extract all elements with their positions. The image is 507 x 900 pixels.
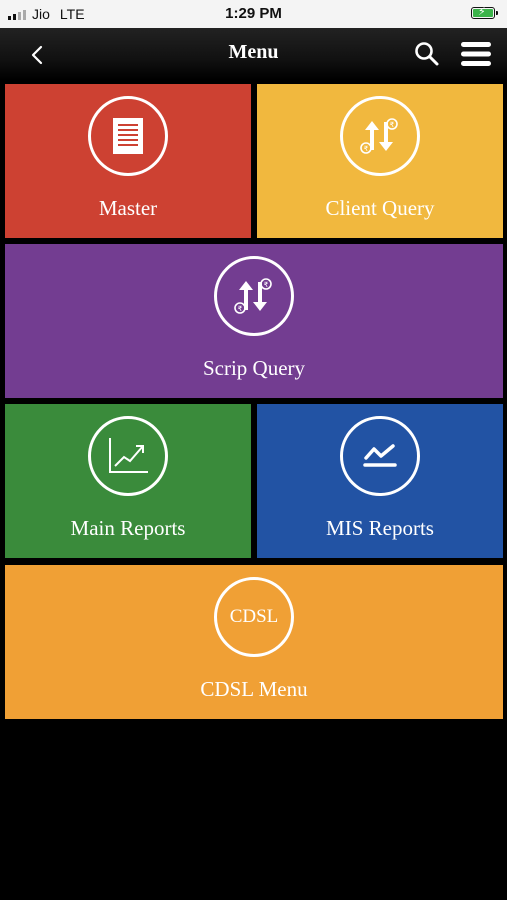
chart-icon (88, 416, 168, 496)
chevron-left-icon (31, 45, 43, 65)
carrier-name: Jio (32, 6, 50, 22)
nav-bar: Menu (0, 28, 507, 80)
battery-icon: ⚡ (471, 6, 498, 19)
svg-text:₹: ₹ (364, 145, 369, 153)
status-left: Jio LTE (8, 6, 85, 22)
tile-master-label: Master (98, 196, 158, 220)
back-button[interactable] (22, 40, 52, 70)
status-time: 1:29 PM (225, 5, 282, 22)
tile-mis-reports[interactable]: MIS Reports (257, 404, 503, 558)
tile-main-reports-label: Main Reports (70, 516, 186, 540)
svg-text:₹: ₹ (390, 121, 395, 129)
tile-cdsl-menu-label: CDSL Menu (200, 677, 308, 701)
svg-text:₹: ₹ (264, 281, 269, 289)
tile-mis-reports-label: MIS Reports (326, 516, 434, 540)
tile-main-reports[interactable]: Main Reports (5, 404, 251, 558)
search-icon (415, 42, 439, 66)
page-title: Menu (228, 41, 279, 63)
status-bar: Jio LTE 1:29 PM ⚡ (0, 0, 507, 28)
search-button[interactable] (413, 40, 441, 68)
hamburger-menu-icon (461, 42, 491, 66)
tile-master[interactable]: Master (5, 84, 251, 238)
cdsl-icon: CDSL (214, 577, 294, 657)
signal-icon (8, 9, 26, 20)
tile-cdsl-menu[interactable]: CDSL CDSL Menu (5, 565, 503, 719)
tile-client-query-label: Client Query (325, 196, 435, 220)
svg-text:₹: ₹ (238, 305, 243, 313)
network-type: LTE (59, 6, 85, 22)
tile-client-query[interactable]: ₹ ₹ Client Query (257, 84, 503, 238)
cdsl-icon-text: CDSL (229, 606, 279, 627)
menu-button[interactable] (459, 39, 493, 69)
trend-icon (340, 416, 420, 496)
tile-scrip-query[interactable]: ₹ ₹ Scrip Query (5, 244, 503, 398)
exchange-icon: ₹ ₹ (214, 256, 294, 336)
exchange-icon: ₹ ₹ (340, 96, 420, 176)
document-icon (88, 96, 168, 176)
tile-scrip-query-label: Scrip Query (202, 356, 306, 380)
